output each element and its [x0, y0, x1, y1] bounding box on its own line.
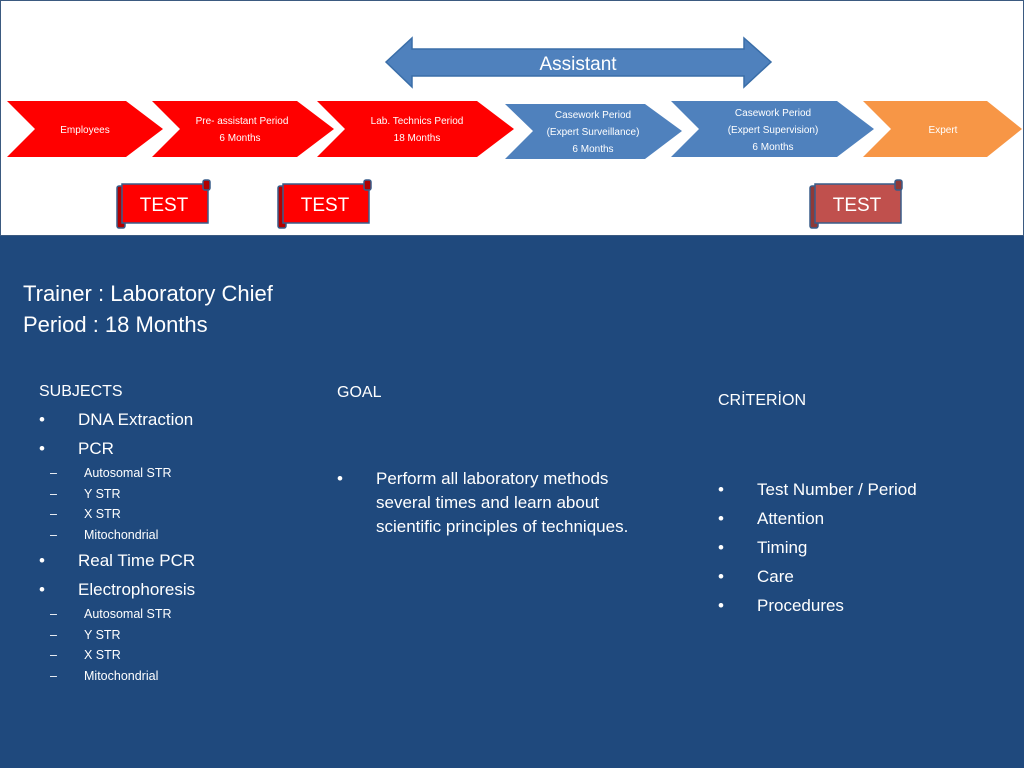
- stage-arrow-casework-surveillance: [505, 104, 682, 159]
- goal-list: Perform all laboratory methods several t…: [337, 467, 647, 539]
- criterion-list: Test Number / Period Attention Timing Ca…: [718, 475, 1008, 620]
- subject-label: DNA Extraction: [78, 410, 194, 429]
- trainer-info: Trainer : Laboratory Chief Period : 18 M…: [23, 278, 273, 340]
- stage-3-line2: 18 Months: [394, 133, 441, 144]
- goal-item: Perform all laboratory methods several t…: [337, 467, 647, 539]
- test-scroll-3: TEST: [809, 179, 903, 229]
- stage-arrow-casework-supervision: [671, 101, 874, 157]
- stage-3-line1: Lab. Technics Period: [371, 116, 464, 127]
- period-line: Period : 18 Months: [23, 312, 208, 337]
- stage-4-line3: 6 Months: [572, 144, 613, 155]
- criterion-item: Attention: [718, 504, 1008, 533]
- pcr-subitem: Autosomal STR: [39, 463, 319, 484]
- stage-arrow-employees: [7, 101, 163, 157]
- criterion-item: Care: [718, 562, 1008, 591]
- criterion-item: Timing: [718, 533, 1008, 562]
- subject-label: Real Time PCR: [78, 551, 196, 570]
- goal-column: GOAL Perform all laboratory methods seve…: [337, 383, 647, 539]
- electrophoresis-sublist: Autosomal STR Y STR X STR Mitochondrial: [39, 604, 319, 686]
- subject-dna-extraction: DNA Extraction: [39, 405, 319, 434]
- subject-electrophoresis: Electrophoresis: [39, 575, 319, 604]
- assistant-label: Assistant: [539, 54, 617, 75]
- electro-subitem: X STR: [39, 645, 319, 666]
- pcr-subitem: Y STR: [39, 484, 319, 505]
- test-label-1: TEST: [140, 195, 189, 216]
- test-label-2: TEST: [301, 195, 350, 216]
- criterion-heading: CRİTERİON: [718, 392, 806, 409]
- pcr-sublist: Autosomal STR Y STR X STR Mitochondrial: [39, 463, 319, 545]
- trainer-line: Trainer : Laboratory Chief: [23, 281, 273, 306]
- criterion-column: CRİTERİON Test Number / Period Attention…: [718, 391, 1008, 620]
- test-scroll-1: TEST: [116, 179, 211, 229]
- stage-arrow-pre-assistant: [152, 101, 334, 157]
- stage-2-line1: Pre- assistant Period: [196, 116, 289, 127]
- test-label-3: TEST: [833, 195, 882, 216]
- stage-5-line2: (Expert Supervision): [728, 125, 819, 136]
- subjects-list-continued: Real Time PCR Electrophoresis: [39, 546, 319, 604]
- electro-subitem: Mitochondrial: [39, 666, 319, 687]
- subjects-heading: SUBJECTS: [39, 383, 123, 400]
- subject-label: PCR: [78, 439, 114, 458]
- pcr-subitem: X STR: [39, 504, 319, 525]
- subjects-column: SUBJECTS DNA Extraction PCR Autosomal ST…: [39, 382, 319, 687]
- test-scroll-2: TEST: [277, 179, 372, 229]
- goal-heading: GOAL: [337, 384, 382, 401]
- assistant-double-arrow: [384, 36, 773, 89]
- stage-4-line2: (Expert Surveillance): [547, 127, 640, 138]
- subjects-list: DNA Extraction PCR: [39, 405, 319, 463]
- stage-2-line2: 6 Months: [219, 133, 260, 144]
- criterion-item: Procedures: [718, 591, 1008, 620]
- career-path-diagram: Assistant Employees Pre- assistant Perio…: [0, 0, 1024, 236]
- subject-label: Electrophoresis: [78, 580, 196, 599]
- subject-pcr: PCR: [39, 434, 319, 463]
- electro-subitem: Y STR: [39, 625, 319, 646]
- goal-text: Perform all laboratory methods several t…: [376, 469, 629, 536]
- criterion-item: Test Number / Period: [718, 475, 1008, 504]
- stage-5-line1: Casework Period: [735, 108, 811, 119]
- diagram-canvas: Assistant Employees Pre- assistant Perio…: [7, 36, 1022, 229]
- stage-arrow-expert: [863, 101, 1022, 157]
- electro-subitem: Autosomal STR: [39, 604, 319, 625]
- stage-1-line1: Employees: [60, 125, 109, 136]
- stage-6-line1: Expert: [929, 125, 958, 136]
- stage-arrow-lab-technics: [317, 101, 514, 157]
- pcr-subitem: Mitochondrial: [39, 525, 319, 546]
- stage-4-line1: Casework Period: [555, 110, 631, 121]
- stage-5-line3: 6 Months: [752, 142, 793, 153]
- subject-real-time-pcr: Real Time PCR: [39, 546, 319, 575]
